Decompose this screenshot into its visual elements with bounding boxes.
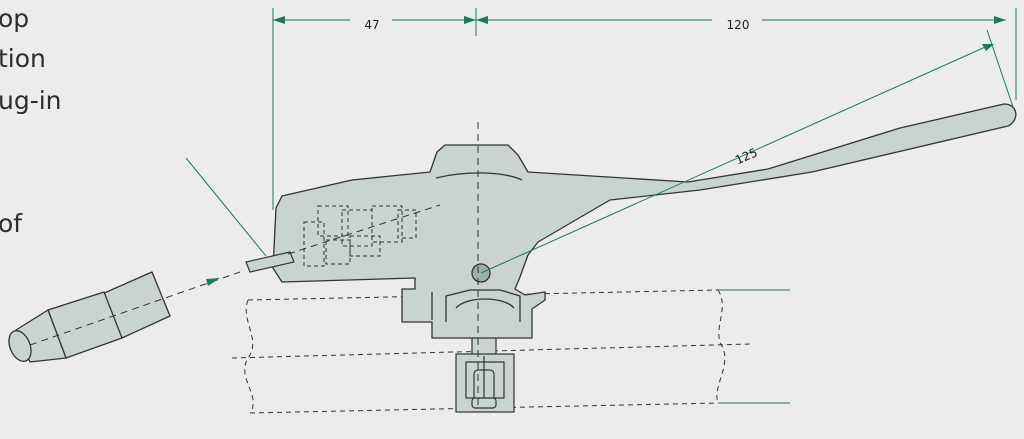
dimension-label-47: 47 [364,18,379,32]
side-text-line-2: tion [0,44,46,73]
side-text-block: op tion ug-in of [0,0,70,260]
plug-coupling [8,271,171,363]
inlet-nipple [245,251,295,273]
side-text-line-1: op [0,4,30,33]
side-text-line-4: of [0,209,23,238]
dimension-lines [272,8,1017,274]
lever-housing [272,103,1017,339]
axis-arrow [206,278,220,286]
clamp-screw [455,331,515,413]
nipple-leader [185,157,267,257]
valve-hidden-lines [303,205,417,267]
side-text-line-3: ug-in [0,86,62,115]
axis-line [29,122,479,410]
tube-end-leaders [718,289,790,404]
dimension-label-120: 120 [727,18,750,32]
dimension-label-125: 125 [733,145,760,167]
